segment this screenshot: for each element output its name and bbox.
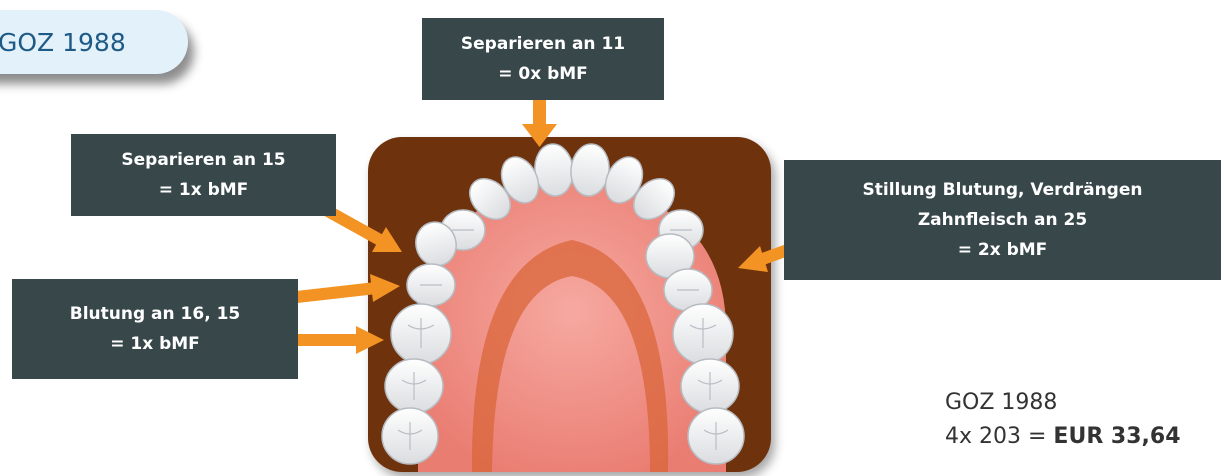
fee-summary-line: 4x 203 = EUR 33,64 <box>945 420 1181 454</box>
callout-25-line1: Stillung Blutung, Verdrängen <box>784 175 1221 205</box>
callout-tooth-16-15: Blutung an 16, 15 = 1x bMF <box>12 279 298 379</box>
goz-badge: GOZ 1988 <box>0 10 188 74</box>
callout-25-line3: = 2x bMF <box>784 235 1221 265</box>
callout-11-line1: Separieren an 11 <box>422 29 664 59</box>
callout-tooth-15: Separieren an 15 = 1x bMF <box>71 134 336 216</box>
fee-summary-title: GOZ 1988 <box>945 386 1181 420</box>
fee-amount: EUR 33,64 <box>1053 424 1180 449</box>
goz-badge-label: GOZ 1988 <box>0 28 126 57</box>
callout-16-line2: = 1x bMF <box>12 329 298 359</box>
callout-16-line1: Blutung an 16, 15 <box>12 299 298 329</box>
fee-summary: GOZ 1988 4x 203 = EUR 33,64 <box>945 386 1181 454</box>
fee-calc: 4x 203 = <box>945 424 1053 449</box>
callout-tooth-11: Separieren an 11 = 0x bMF <box>422 18 664 100</box>
callout-15-line1: Separieren an 15 <box>71 145 336 175</box>
callout-tooth-25: Stillung Blutung, Verdrängen Zahnfleisch… <box>784 160 1221 280</box>
callout-25-line2: Zahnfleisch an 25 <box>784 205 1221 235</box>
callout-15-line2: = 1x bMF <box>71 175 336 205</box>
callout-11-line2: = 0x bMF <box>422 59 664 89</box>
